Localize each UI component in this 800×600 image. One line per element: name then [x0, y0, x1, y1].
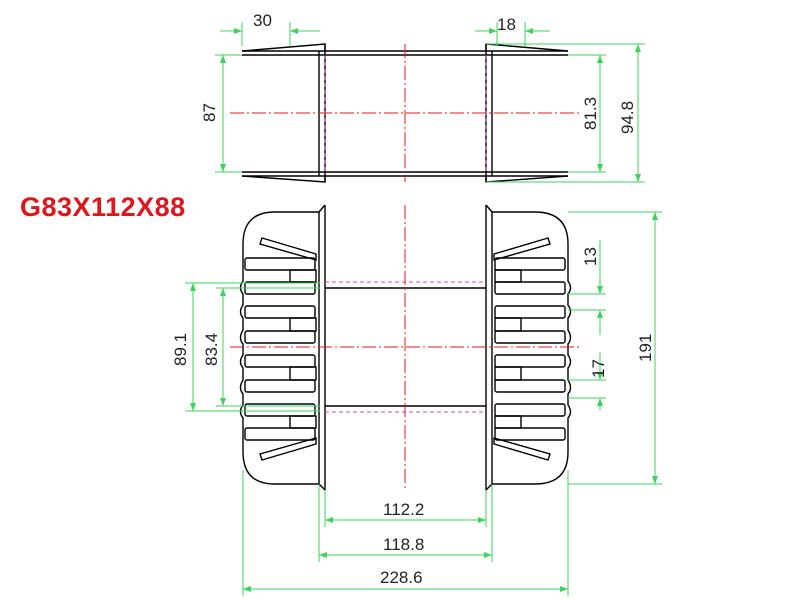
top-view: 30 18 87 81.3 94.8 [200, 11, 645, 183]
dim-label-18: 18 [497, 15, 516, 34]
dim-label-94-8: 94.8 [618, 101, 637, 134]
dim-label-81-3: 81.3 [581, 97, 600, 130]
right-fins [493, 237, 566, 461]
dim-label-30: 30 [253, 11, 272, 30]
dim-label-89-1: 89.1 [171, 333, 190, 366]
left-fins [244, 237, 317, 461]
bottom-view: 13 17 191 89.1 83.4 112.2 118.8 228.6 [171, 204, 662, 596]
part-number-title: G83X112X88 [20, 192, 186, 222]
dim-label-13: 13 [581, 247, 600, 266]
dim-label-228-6: 228.6 [380, 568, 423, 587]
dim-label-191: 191 [636, 334, 655, 362]
dim-label-17: 17 [589, 359, 608, 378]
dim-label-83-4: 83.4 [202, 333, 221, 366]
dim-label-112-2: 112.2 [383, 500, 424, 519]
dim-label-118-8: 118.8 [383, 535, 424, 554]
left-flange-outline [239, 211, 319, 485]
right-flange-outline [492, 211, 572, 485]
dim-label-87: 87 [200, 103, 219, 122]
